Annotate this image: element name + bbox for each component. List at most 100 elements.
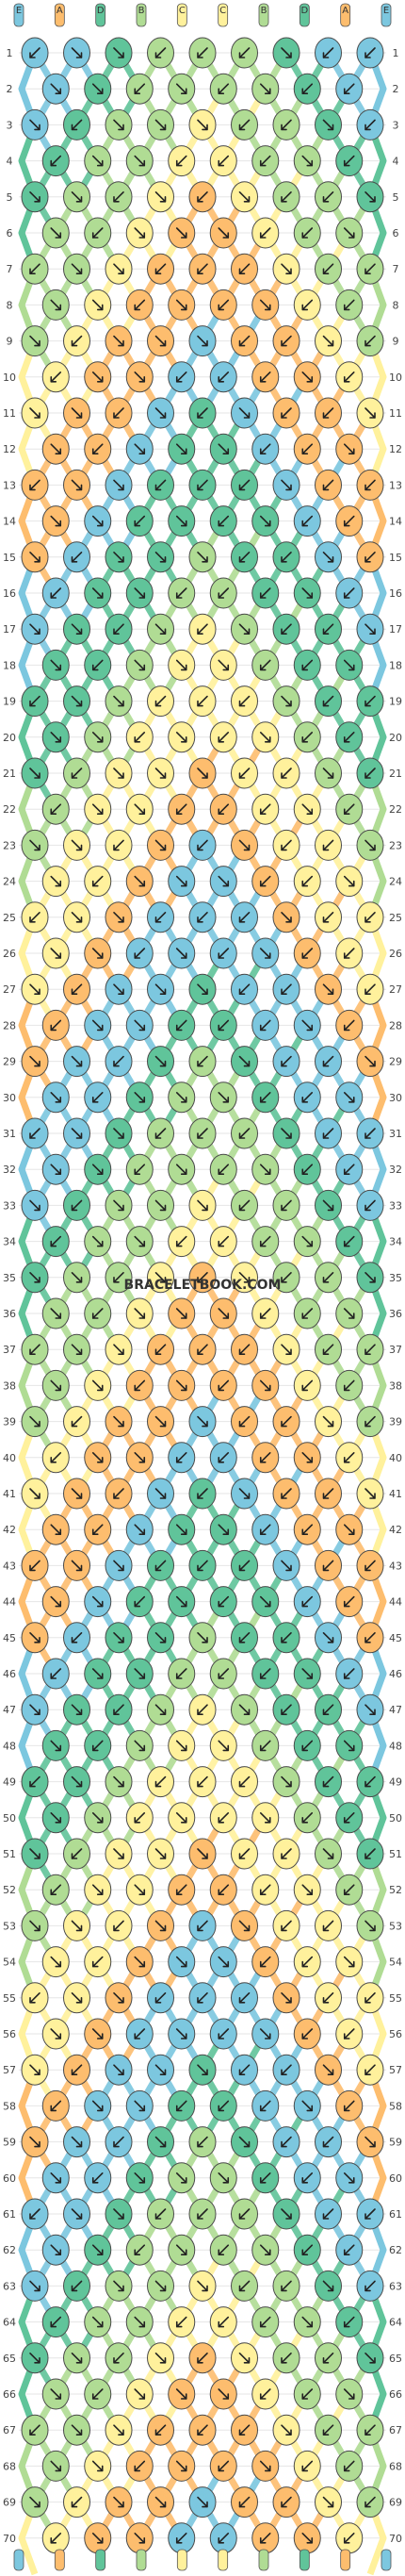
row-number-right: 29 bbox=[389, 1056, 402, 1068]
row-number-right: 56 bbox=[389, 2028, 402, 2040]
arrow-down-left-icon bbox=[259, 443, 271, 454]
arrow-down-left-icon bbox=[50, 1668, 62, 1679]
row-number-left: 1 bbox=[7, 47, 13, 59]
arrow-down-left-icon bbox=[197, 695, 208, 707]
arrow-down-right-icon bbox=[301, 587, 314, 599]
arrow-down-left-icon bbox=[281, 1632, 292, 1643]
arrow-down-right-icon bbox=[50, 1740, 62, 1752]
row-number-left: 26 bbox=[3, 948, 16, 960]
arrow-down-right-icon bbox=[113, 2496, 124, 2508]
arrow-down-right-icon bbox=[238, 407, 251, 419]
arrow-down-left-icon bbox=[91, 659, 104, 671]
row-number-right: 26 bbox=[389, 948, 402, 960]
arrow-down-right-icon bbox=[29, 1704, 40, 1715]
arrow-down-right-icon bbox=[50, 948, 62, 959]
thread-start-B bbox=[136, 3, 147, 27]
arrow-down-right-icon bbox=[50, 732, 62, 743]
arrow-down-left-icon bbox=[364, 263, 376, 274]
arrow-down-right-icon bbox=[175, 948, 187, 959]
arrow-down-right-icon bbox=[113, 695, 124, 707]
thread-start-A bbox=[340, 3, 351, 27]
row-number-left: 30 bbox=[3, 1092, 16, 1104]
arrow-down-left-icon bbox=[301, 1164, 314, 1175]
arrow-down-left-icon bbox=[71, 1848, 83, 1859]
arrow-down-right-icon bbox=[322, 2496, 334, 2508]
row-number-left: 51 bbox=[3, 1848, 16, 1860]
arrow-down-left-icon bbox=[343, 1884, 355, 1895]
arrow-down-left-icon bbox=[134, 2028, 146, 2039]
arrow-down-left-icon bbox=[91, 1308, 104, 1319]
arrow-down-right-icon bbox=[281, 695, 292, 707]
arrow-down-right-icon bbox=[71, 1344, 83, 1355]
arrow-down-left-icon bbox=[218, 155, 230, 167]
arrow-down-right-icon bbox=[134, 1668, 146, 1679]
arrow-down-left-icon bbox=[238, 2496, 251, 2508]
arrow-down-right-icon bbox=[71, 2424, 83, 2436]
arrow-down-left-icon bbox=[364, 1992, 376, 2004]
arrow-down-right-icon bbox=[154, 335, 167, 347]
arrow-down-right-icon bbox=[154, 2064, 167, 2075]
arrow-down-left-icon bbox=[281, 1415, 292, 1428]
row-number-right: 47 bbox=[389, 1704, 402, 1716]
arrow-down-left-icon bbox=[343, 2028, 355, 2039]
arrow-down-left-icon bbox=[259, 372, 271, 383]
arrow-down-right-icon bbox=[29, 839, 40, 851]
arrow-down-right-icon bbox=[113, 1344, 124, 1355]
arrow-down-right-icon bbox=[197, 1199, 208, 1212]
arrow-down-left-icon bbox=[218, 2460, 230, 2472]
arrow-down-right-icon bbox=[29, 1488, 40, 1499]
row-number-right: 50 bbox=[389, 1812, 402, 1825]
row-number-right: 45 bbox=[389, 1632, 402, 1644]
arrow-down-right-icon bbox=[218, 2172, 230, 2184]
arrow-down-right-icon bbox=[113, 1992, 124, 2004]
arrow-down-left-icon bbox=[238, 1775, 251, 1788]
row-number-right: 7 bbox=[393, 263, 399, 275]
row-number-left: 32 bbox=[3, 1164, 16, 1176]
row-number-right: 54 bbox=[389, 1957, 402, 1969]
arrow-down-right-icon bbox=[29, 2496, 40, 2508]
arrow-down-left-icon bbox=[71, 1632, 83, 1643]
arrow-down-right-icon bbox=[322, 552, 334, 563]
arrow-down-left-icon bbox=[322, 47, 334, 58]
arrow-down-right-icon bbox=[29, 768, 40, 779]
arrow-down-left-icon bbox=[259, 2533, 271, 2544]
arrow-down-right-icon bbox=[50, 515, 62, 527]
thread-start-D bbox=[299, 3, 310, 27]
row-number-right: 36 bbox=[389, 1308, 402, 1320]
arrow-down-left-icon bbox=[175, 2533, 187, 2544]
arrow-down-right-icon bbox=[175, 732, 187, 743]
arrow-down-left-icon bbox=[71, 2496, 83, 2508]
row-number-left: 10 bbox=[3, 372, 16, 384]
arrow-down-right-icon bbox=[91, 2460, 104, 2472]
arrow-down-right-icon bbox=[322, 119, 334, 131]
row-number-left: 69 bbox=[3, 2497, 16, 2509]
thread-end-C bbox=[218, 2549, 229, 2571]
arrow-down-right-icon bbox=[134, 155, 146, 167]
arrow-down-right-icon bbox=[91, 372, 104, 383]
arrow-down-right-icon bbox=[134, 1452, 146, 1463]
row-number-left: 64 bbox=[3, 2317, 16, 2329]
thread-letter: A bbox=[342, 6, 348, 16]
arrow-down-right-icon bbox=[29, 1848, 40, 1859]
arrow-down-left-icon bbox=[259, 1524, 271, 1535]
arrow-down-left-icon bbox=[281, 552, 292, 563]
arrow-down-left-icon bbox=[218, 1019, 230, 1032]
arrow-down-left-icon bbox=[197, 1704, 208, 1715]
arrow-down-left-icon bbox=[343, 1019, 355, 1032]
thread-end-E bbox=[13, 2549, 24, 2571]
arrow-down-right-icon bbox=[197, 2064, 208, 2075]
arrow-down-left-icon bbox=[29, 1128, 40, 1139]
arrow-down-left-icon bbox=[218, 1812, 230, 1824]
row-number-right: 64 bbox=[389, 2317, 402, 2329]
arrow-down-left-icon bbox=[301, 1092, 314, 1103]
row-number-right: 33 bbox=[389, 1199, 402, 1212]
arrow-down-left-icon bbox=[238, 552, 251, 563]
arrow-down-left-icon bbox=[281, 407, 292, 419]
row-number-right: 18 bbox=[389, 659, 402, 671]
arrow-down-left-icon bbox=[281, 191, 292, 203]
arrow-down-left-icon bbox=[364, 983, 376, 995]
arrow-down-left-icon bbox=[50, 155, 62, 167]
arrow-down-left-icon bbox=[175, 1452, 187, 1463]
arrow-down-right-icon bbox=[91, 2100, 104, 2112]
arrow-down-right-icon bbox=[71, 912, 83, 923]
